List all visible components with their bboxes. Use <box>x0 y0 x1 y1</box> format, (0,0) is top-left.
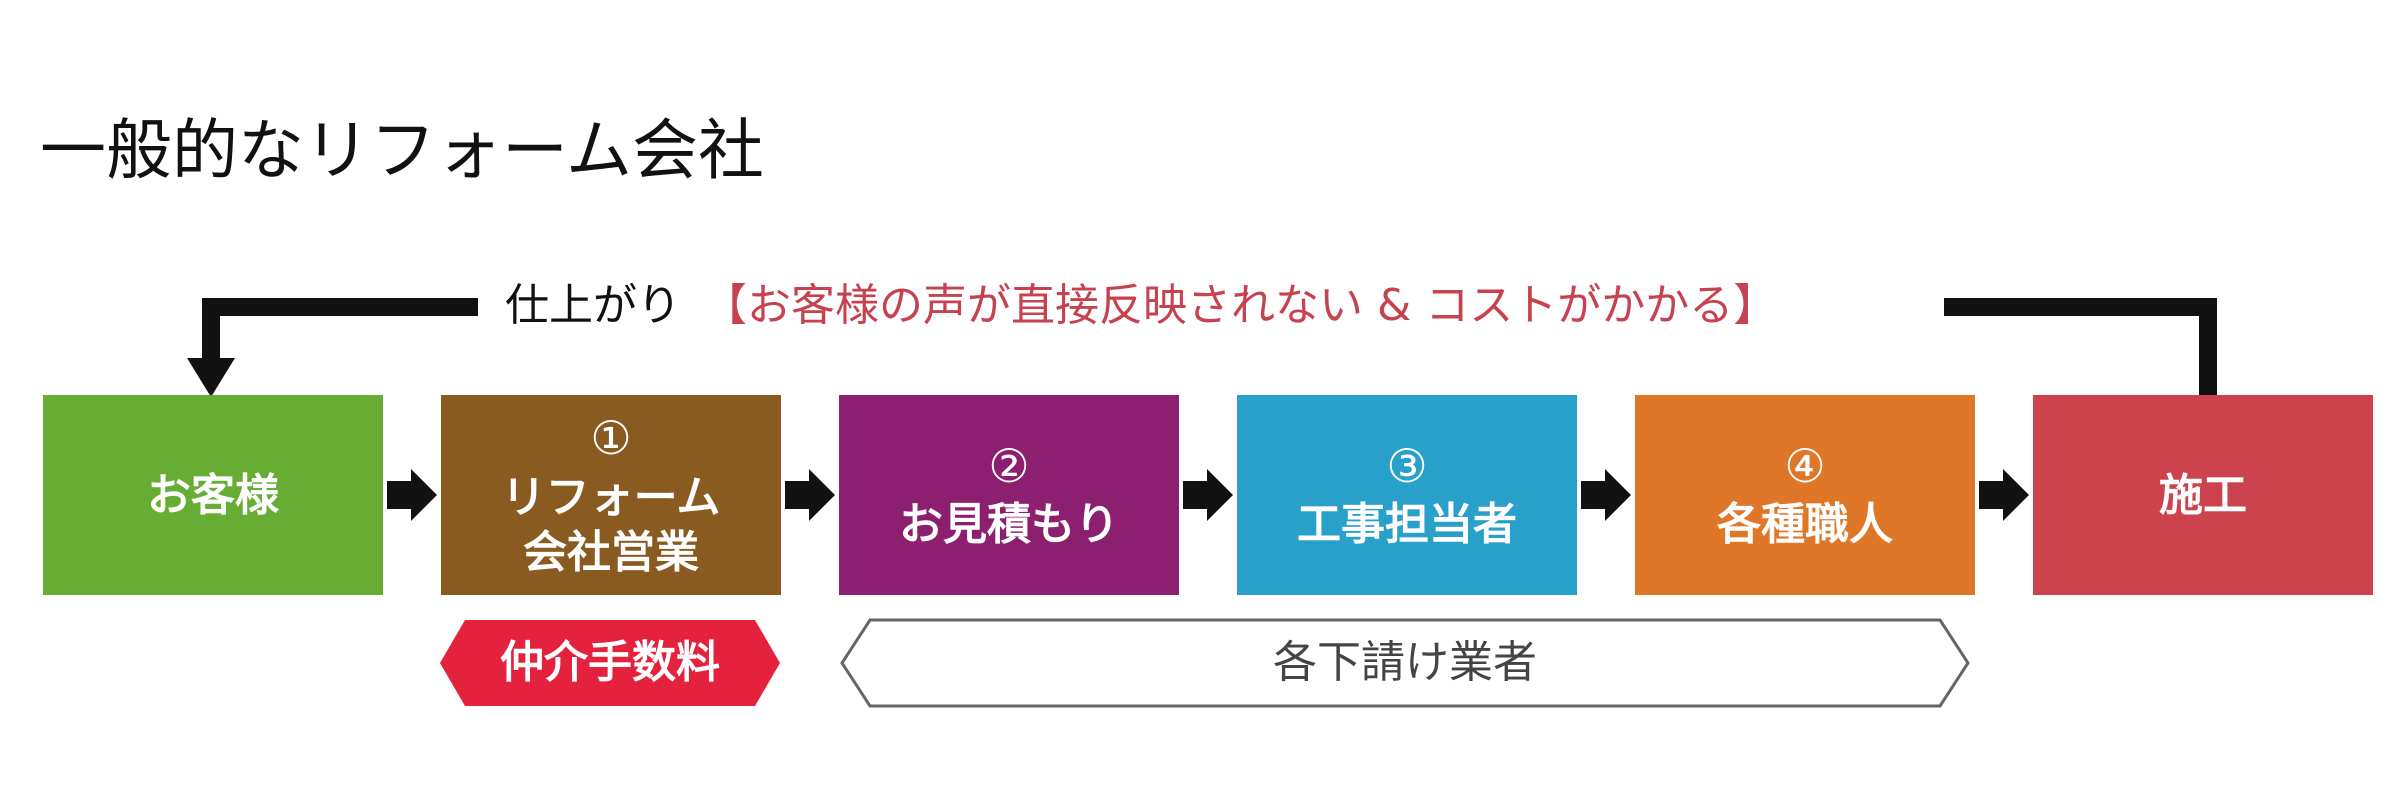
step-number: ① <box>590 411 632 466</box>
subcontractor-bracket <box>840 618 1970 708</box>
step-number: ④ <box>1784 438 1826 493</box>
feedback-arrowhead <box>187 358 235 397</box>
step-construction-manager: ③ 工事担当者 <box>1237 395 1577 595</box>
step-label: 各種職人 <box>1717 499 1893 551</box>
step-estimate: ② お見積もり <box>839 395 1179 595</box>
step-label: 工事担当者 <box>1297 499 1517 551</box>
feedback-caption: 仕上がり 【お客様の声が直接反映されない & コストがかかる】 <box>505 270 1777 342</box>
step-label: 施工 <box>2159 469 2247 521</box>
flow-arrow <box>1979 469 2029 521</box>
fee-tag-shape <box>440 620 780 706</box>
step-craftsmen: ④ 各種職人 <box>1635 395 1975 595</box>
step-reform-sales: ① リフォーム 会社営業 <box>441 395 781 595</box>
feedback-lead: 仕上がり <box>505 280 681 331</box>
step-number: ② <box>988 438 1030 493</box>
flow-arrow <box>1183 469 1233 521</box>
flow-arrow <box>785 469 835 521</box>
fee-tag-label: 仲介手数料 <box>500 637 720 688</box>
step-construction: 施工 <box>2033 395 2373 595</box>
step-label: 会社営業 <box>523 526 699 578</box>
step-customer: お客様 <box>43 395 383 595</box>
feedback-line-left <box>202 298 478 362</box>
step-number: ③ <box>1386 438 1428 493</box>
page-title: 一般的なリフォーム会社 <box>40 112 765 189</box>
feedback-line-right <box>1944 298 2217 395</box>
feedback-warning: 【お客様の声が直接反映されない & コストがかかる】 <box>703 280 1778 331</box>
flow-arrow <box>387 469 437 521</box>
flow-arrow <box>1581 469 1631 521</box>
step-label: お見積もり <box>899 499 1119 551</box>
step-label: お客様 <box>147 469 279 521</box>
subcontractor-label: 各下請け業者 <box>1273 637 1537 688</box>
flow-arrows <box>387 469 2029 521</box>
step-label: リフォーム <box>501 471 721 523</box>
